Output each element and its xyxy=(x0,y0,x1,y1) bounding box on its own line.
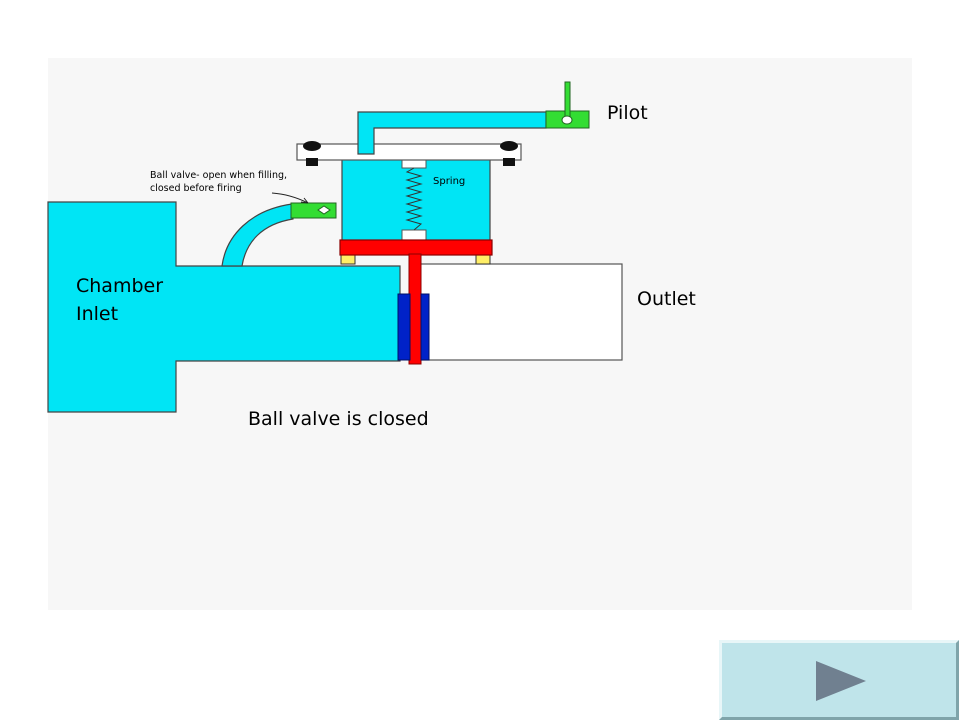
bolt-left-icon xyxy=(303,141,321,166)
play-triangle-icon xyxy=(816,661,866,701)
ball-valve-pipe xyxy=(221,203,294,267)
seal-right xyxy=(420,293,430,361)
pilot-stem xyxy=(564,81,571,119)
outlet-label: Outlet xyxy=(637,288,696,310)
ball-valve-note: Ball valve- open when filling, closed be… xyxy=(150,170,288,194)
next-slide-button[interactable] xyxy=(719,640,959,720)
seal-left xyxy=(397,293,411,361)
spring-label: Spring xyxy=(433,176,466,187)
ball-valve-arrow-icon xyxy=(271,192,309,204)
piston-head xyxy=(339,239,493,256)
ball-valve-handle-icon xyxy=(317,205,331,215)
pilot-label: Pilot xyxy=(607,102,648,124)
chamber-inlet-label: Chamber Inlet xyxy=(76,275,164,325)
spring-icon xyxy=(405,167,423,231)
flange-plate xyxy=(296,143,522,161)
status-caption: Ball valve is closed xyxy=(248,408,429,430)
chamber-body xyxy=(47,201,401,413)
outlet-pipe xyxy=(419,263,623,361)
bolt-right-icon xyxy=(500,141,518,166)
ball-valve-arrowhead-icon xyxy=(300,197,309,204)
piston-rod xyxy=(408,253,422,365)
pilot-valve-knob-icon xyxy=(561,115,573,125)
